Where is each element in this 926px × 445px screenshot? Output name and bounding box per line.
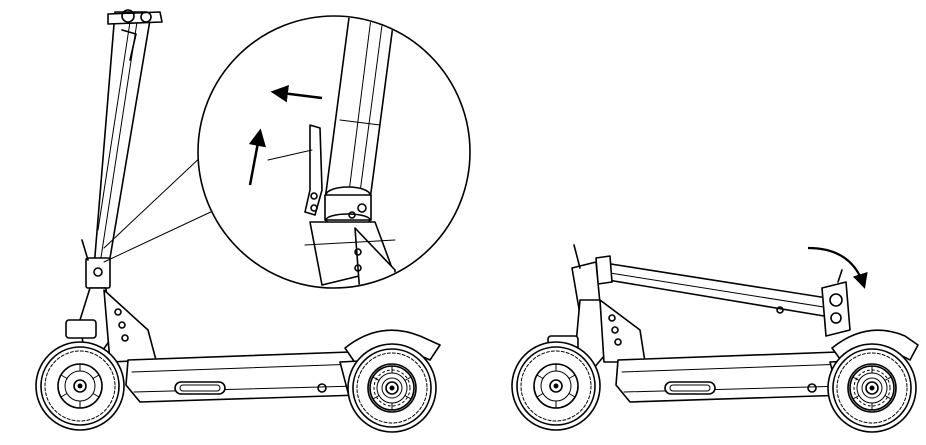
- latch-detail-magnifier: [197, 15, 471, 289]
- arrow-fold-down-icon: [807, 246, 868, 289]
- folded-handlebar: [821, 281, 851, 337]
- handlebar: [107, 11, 163, 25]
- arrow-left-icon: [270, 85, 323, 103]
- leader-line-bottom: [103, 209, 216, 263]
- folded-front-wheel: [511, 341, 601, 431]
- latch-lever: [304, 124, 323, 216]
- deck-light: [174, 381, 226, 395]
- scooter-unfolded: [35, 9, 441, 433]
- stem-base: [103, 289, 157, 363]
- folding-joint: [85, 257, 111, 289]
- rear-wheel: [347, 343, 437, 433]
- leader-line-top: [103, 152, 206, 249]
- deck: [125, 351, 363, 403]
- folded-rear-wheel: [827, 343, 917, 433]
- scooter-folded: [511, 244, 919, 433]
- folded-deck: [615, 351, 851, 403]
- arrow-up-icon: [248, 128, 267, 186]
- front-wheel: [35, 341, 125, 431]
